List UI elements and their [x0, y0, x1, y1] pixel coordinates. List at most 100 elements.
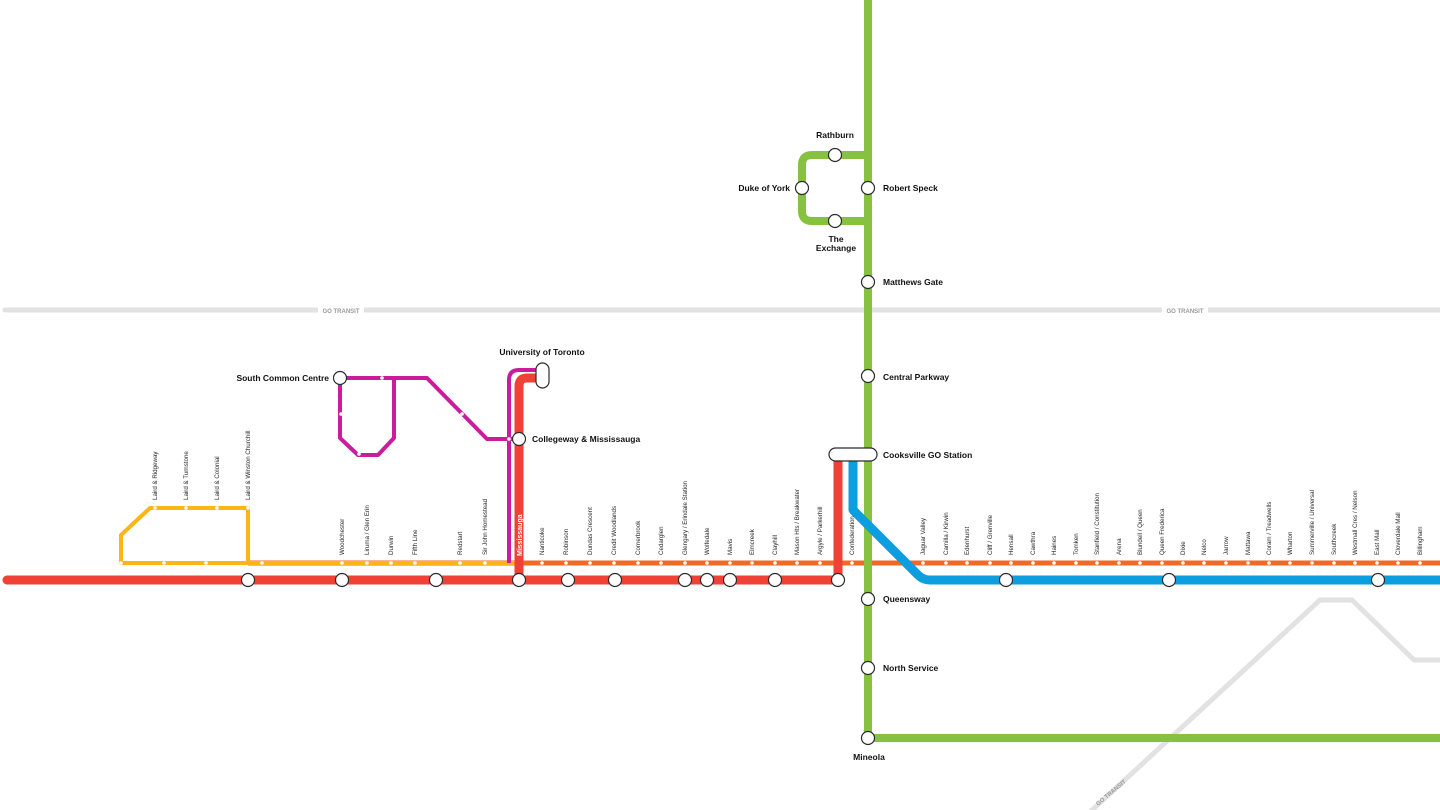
- station-laird-winston-churchill[interactable]: [240, 572, 256, 588]
- station-robert-speck[interactable]: [860, 180, 876, 196]
- stop-dot[interactable]: [340, 561, 344, 565]
- stop-dot[interactable]: [988, 561, 992, 565]
- label-university: University of Toronto: [499, 347, 584, 357]
- station-central-parkway[interactable]: [860, 368, 876, 384]
- stop-dot[interactable]: [483, 561, 487, 565]
- stop-dot[interactable]: [750, 561, 754, 565]
- stop-dot[interactable]: [773, 561, 777, 565]
- stop-dot[interactable]: [1181, 561, 1185, 565]
- stop-label: Liruma / Glen Erin: [364, 505, 371, 555]
- stop-dot[interactable]: [260, 561, 264, 565]
- station-mississauga[interactable]: [511, 572, 527, 588]
- label-queensway: Queensway: [883, 594, 931, 604]
- stop-dot[interactable]: [728, 561, 732, 565]
- stop-dot[interactable]: [1009, 561, 1013, 565]
- station-confederation[interactable]: [830, 572, 846, 588]
- stop-dot[interactable]: [1375, 561, 1379, 565]
- stop-dot[interactable]: [184, 506, 188, 510]
- stop-dot[interactable]: [659, 561, 663, 565]
- stop-dots: [119, 506, 1422, 565]
- station-clayhill[interactable]: [767, 572, 783, 588]
- stop-dot[interactable]: [944, 561, 948, 565]
- stop-dot[interactable]: [1224, 561, 1228, 565]
- stop-dot[interactable]: [818, 561, 822, 565]
- station-rathburn[interactable]: [827, 147, 843, 163]
- station-the-exchange[interactable]: [827, 213, 843, 229]
- stop-dot[interactable]: [204, 561, 208, 565]
- label-the-exchange-line1: The: [828, 234, 843, 244]
- station-credit-woodlands[interactable]: [607, 572, 623, 588]
- stop-label: Sir John Homestead: [482, 498, 489, 555]
- station-university[interactable]: [535, 362, 550, 389]
- stop-label: Robinson: [563, 528, 570, 555]
- stop-dot[interactable]: [1095, 561, 1099, 565]
- stop-dot[interactable]: [1031, 561, 1035, 565]
- stop-label: Cedarglen: [658, 526, 665, 555]
- station-matthews-gate[interactable]: [860, 274, 876, 290]
- stop-dot[interactable]: [636, 561, 640, 565]
- stop-dot[interactable]: [705, 561, 709, 565]
- go-transit-label-text: GO TRANSIT: [1167, 309, 1204, 315]
- stop-dot[interactable]: [1288, 561, 1292, 565]
- stop-label: Stanfield / Constitution: [1094, 493, 1101, 555]
- stop-dot[interactable]: [119, 561, 123, 565]
- stop-dot[interactable]: [683, 561, 687, 565]
- stop-dot[interactable]: [162, 561, 166, 565]
- stop-dot[interactable]: [1202, 561, 1206, 565]
- station-woodchester[interactable]: [334, 572, 350, 588]
- station-queensway[interactable]: [860, 591, 876, 607]
- station-hensall[interactable]: [998, 572, 1014, 588]
- stop-dot[interactable]: [1353, 561, 1357, 565]
- stop-dot[interactable]: [1160, 561, 1164, 565]
- stop-dot[interactable]: [215, 506, 219, 510]
- stop-dot[interactable]: [1138, 561, 1142, 565]
- stop-dot[interactable]: [1267, 561, 1271, 565]
- stop-dot[interactable]: [1052, 561, 1056, 565]
- label-the-exchange-line2: Exchange: [816, 243, 856, 253]
- go-transit-label-right: GO TRANSIT: [1162, 305, 1208, 316]
- stop-dot[interactable]: [1310, 561, 1314, 565]
- stop-dot[interactable]: [389, 561, 393, 565]
- magenta-stop-dots: [339, 376, 511, 456]
- station-glengary[interactable]: [677, 572, 693, 588]
- stop-dot[interactable]: [246, 506, 250, 510]
- stop-dot[interactable]: [850, 561, 854, 565]
- stop-dot[interactable]: [1418, 561, 1422, 565]
- stop-dot[interactable]: [588, 561, 592, 565]
- station-east-mall[interactable]: [1370, 572, 1386, 588]
- stop-dot[interactable]: [540, 561, 544, 565]
- stop-dot[interactable]: [564, 561, 568, 565]
- station-mineola[interactable]: [860, 730, 876, 746]
- stop-dot[interactable]: [1117, 561, 1121, 565]
- stop-label: Coram / Treadwells: [1266, 502, 1273, 555]
- station-south-common[interactable]: [332, 370, 348, 386]
- station-robinson[interactable]: [560, 572, 576, 588]
- stop-dot[interactable]: [1246, 561, 1250, 565]
- station-cooksville[interactable]: [828, 447, 878, 462]
- station-north-service[interactable]: [860, 660, 876, 676]
- stop-label: Nelco: [1201, 539, 1208, 555]
- stop-dot[interactable]: [153, 506, 157, 510]
- magenta-south-common-loop: [338, 378, 396, 457]
- station-wolfedale[interactable]: [699, 572, 715, 588]
- station-mavis[interactable]: [722, 572, 738, 588]
- magenta-university-link: [507, 368, 540, 563]
- stop-dot[interactable]: [921, 561, 925, 565]
- stop-dot[interactable]: [365, 561, 369, 565]
- stop-dot[interactable]: [612, 561, 616, 565]
- station-duke-of-york[interactable]: [794, 180, 810, 196]
- stop-dot[interactable]: [1074, 561, 1078, 565]
- station-collegeway[interactable]: [511, 431, 527, 447]
- stop-dot[interactable]: [1396, 561, 1400, 565]
- blue-queensway-line: [848, 455, 1440, 585]
- station-queen-frederica[interactable]: [1161, 572, 1177, 588]
- stop-label: Dixie: [1180, 541, 1187, 555]
- stop-dot[interactable]: [1332, 561, 1336, 565]
- stop-dot[interactable]: [458, 561, 462, 565]
- station-fifth-line[interactable]: [428, 572, 444, 588]
- stop-dot[interactable]: [413, 561, 417, 565]
- stop-label: Glengary / Erindale Station: [682, 480, 689, 555]
- stop-dot[interactable]: [795, 561, 799, 565]
- stop-dot[interactable]: [965, 561, 969, 565]
